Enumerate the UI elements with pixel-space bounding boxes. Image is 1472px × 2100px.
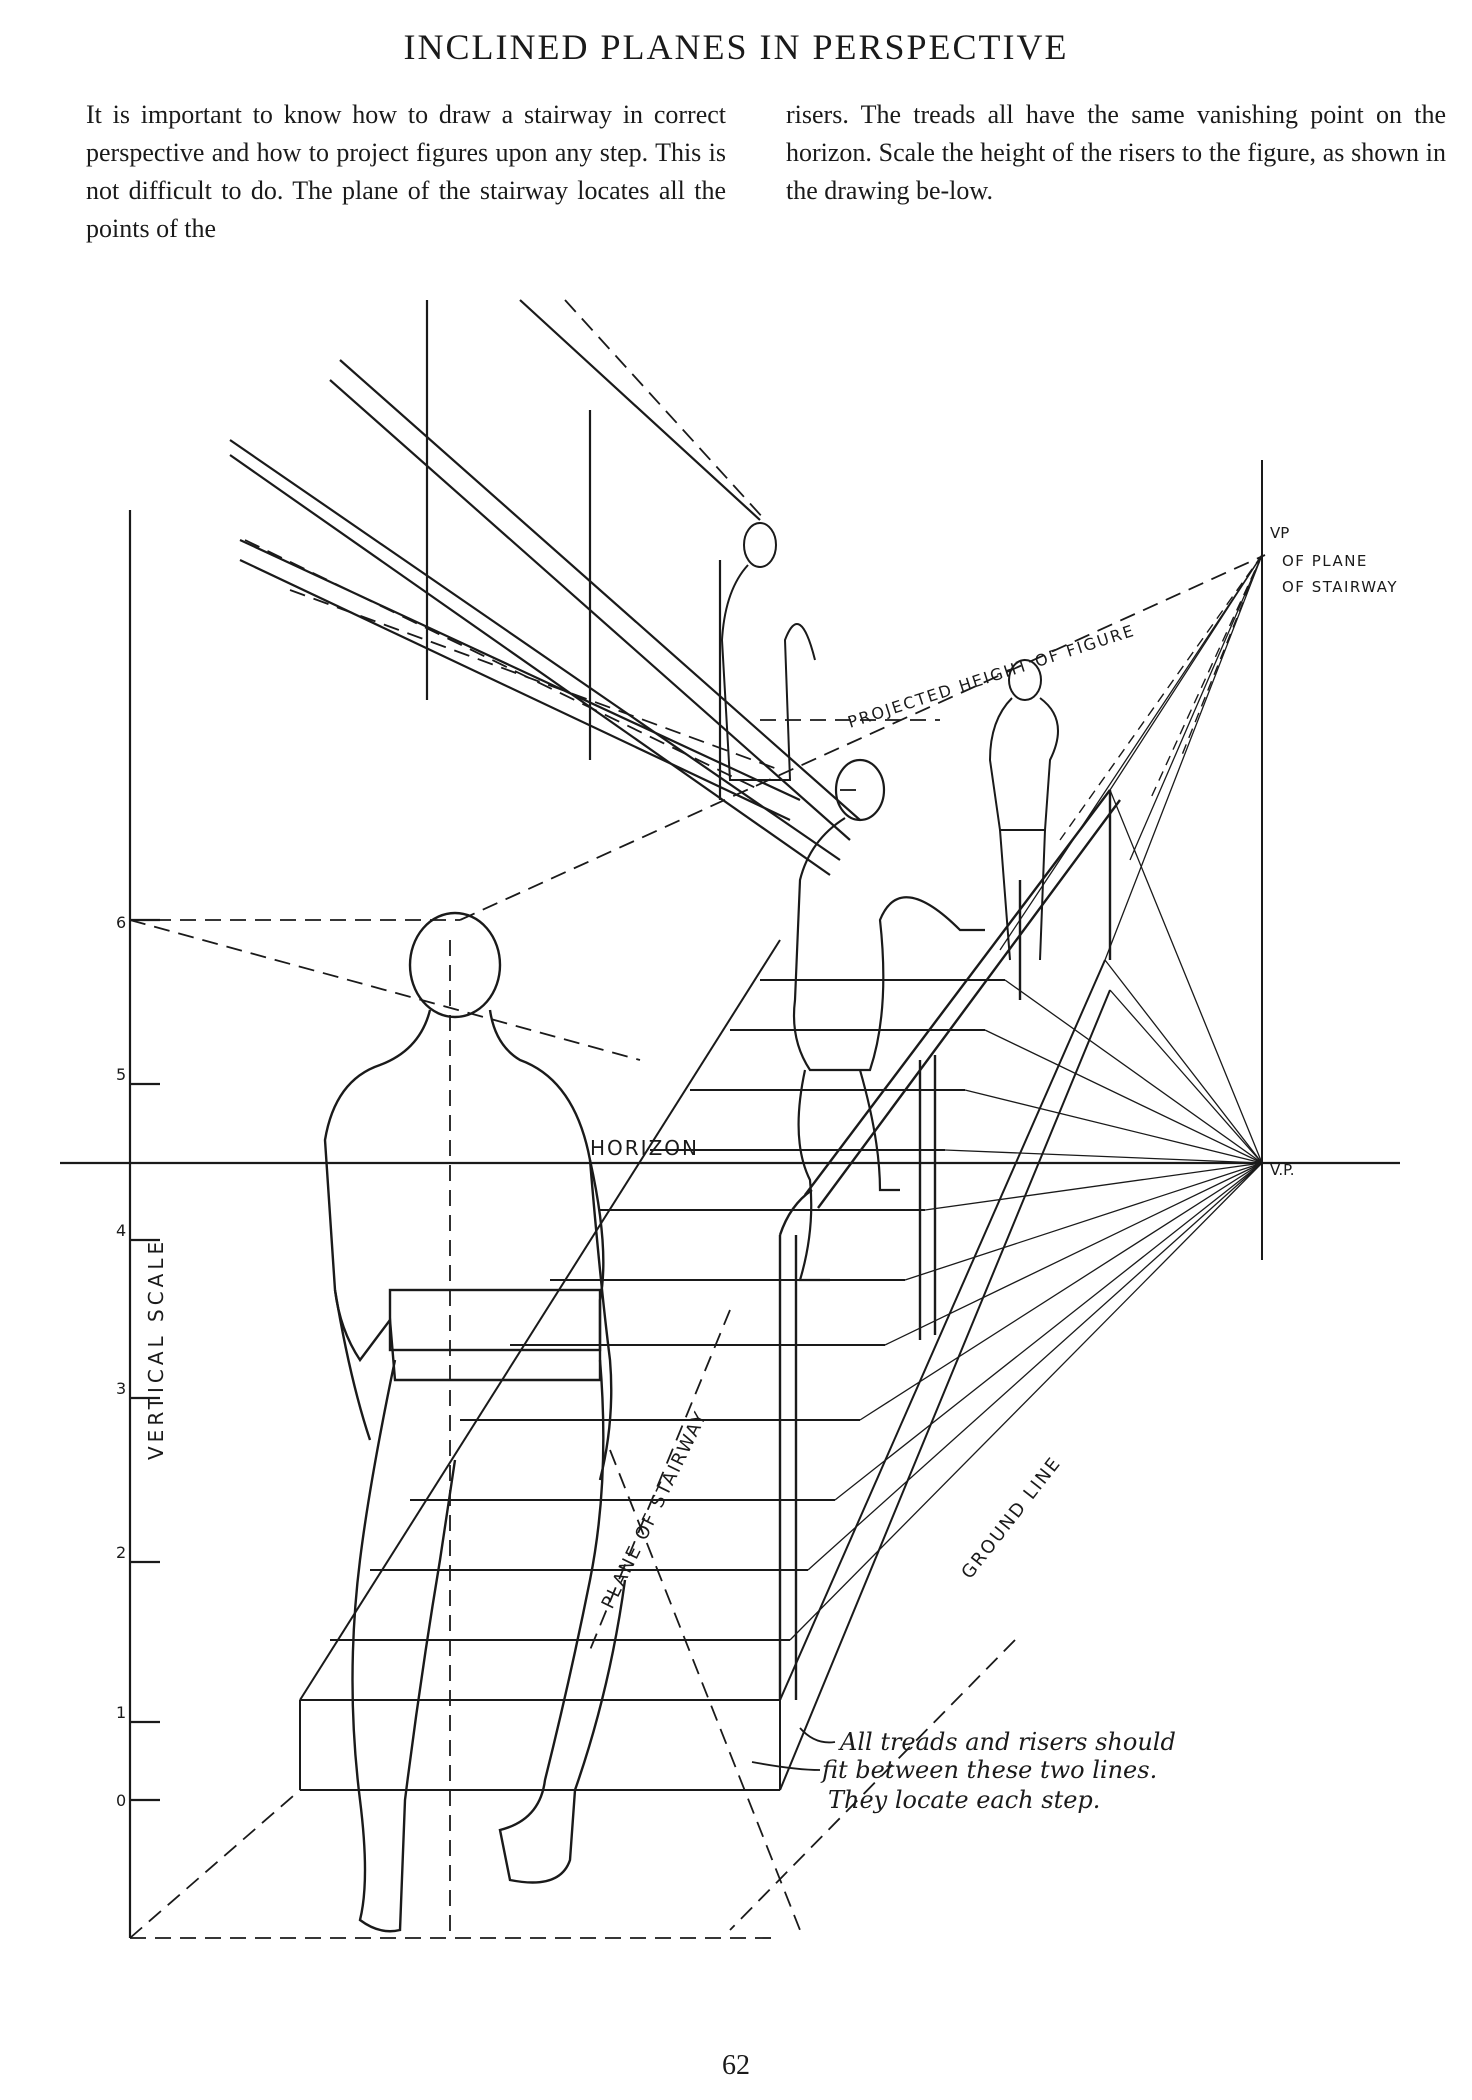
handrail (780, 790, 1120, 1700)
top-stairs-figure (990, 660, 1058, 960)
intro-column-left: It is important to know how to draw a st… (86, 96, 726, 248)
step-note-line2: fit between these two lines. (820, 1756, 1157, 1784)
balcony-figure (722, 523, 815, 780)
scale-tick-1: 1 (116, 1703, 126, 1722)
scale-tick-0: 0 (116, 1791, 126, 1810)
scale-tick-2: 2 (116, 1543, 126, 1562)
vp-plane-label-line2: OF PLANE (1282, 552, 1368, 570)
page-number: 62 (0, 2050, 1472, 2082)
vp-horizon-label: V.P. (1270, 1161, 1295, 1179)
page-title: INCLINED PLANES IN PERSPECTIVE (0, 26, 1472, 68)
vp-plane-label-line3: OF STAIRWAY (1282, 578, 1398, 596)
stairway-perspective-diagram: 6 5 4 3 2 1 0 VERTICAL SCALE (0, 290, 1472, 2010)
scale-tick-4: 4 (116, 1221, 126, 1240)
step-note: All treads and risers should fit between… (752, 1728, 1176, 1814)
stairway-plane-vp-lines (1000, 555, 1262, 1163)
horizon-label: HORIZON (590, 1136, 699, 1160)
scale-tick-6: 6 (116, 913, 126, 932)
plane-of-stairway-label: PLANE OF STAIRWAY (598, 1407, 712, 1612)
note-arrow-lower (752, 1762, 820, 1770)
intro-column-right: risers. The treads all have the same van… (786, 96, 1446, 210)
vertical-scale-label: VERTICAL SCALE (144, 1238, 168, 1460)
step-note-line1: All treads and risers should (838, 1728, 1176, 1756)
step-note-line3: They locate each step. (828, 1786, 1100, 1814)
projected-height-label: PROJECTED HEIGHT OF FIGURE (845, 621, 1137, 732)
scale-tick-labels: 6 5 4 3 2 1 0 (116, 913, 126, 1810)
upper-railing (230, 300, 860, 875)
scale-tick-3: 3 (116, 1379, 126, 1398)
intro-text-right: risers. The treads all have the same van… (786, 96, 1446, 210)
construction-lines (130, 300, 1265, 1938)
staircase (300, 940, 1110, 1790)
intro-text-left: It is important to know how to draw a st… (86, 96, 726, 248)
stairway-plane-dashed-lines (1060, 555, 1262, 840)
side-wall-perspective-lines (790, 960, 1262, 1640)
vp-plane-label-line1: VP (1270, 524, 1289, 542)
vertical-scale (130, 510, 160, 1938)
scale-tick-5: 5 (116, 1065, 126, 1084)
ground-line-label: GROUND LINE (957, 1453, 1065, 1583)
